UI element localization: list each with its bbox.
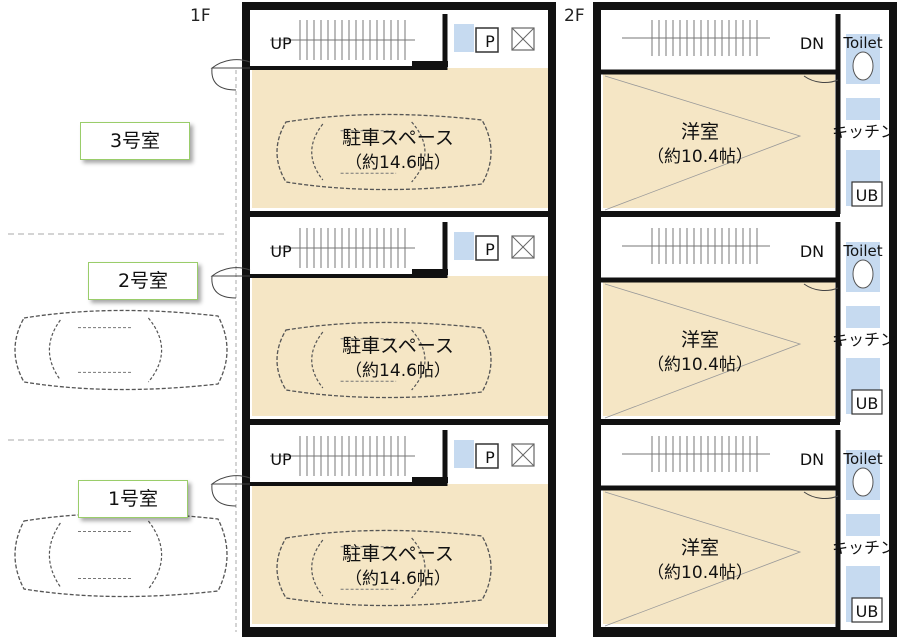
closet-hatch	[604, 283, 802, 419]
floor-label-2f: 2F	[564, 6, 585, 26]
sink-area	[846, 98, 880, 120]
meter-label: P	[485, 240, 495, 259]
storage-box-icon	[511, 235, 535, 259]
stairs-up	[270, 20, 415, 60]
stairs-up	[270, 228, 415, 268]
stair-up-label: UP	[270, 242, 292, 261]
room-tag-unit-2: 2号室	[88, 262, 198, 300]
exterior-car	[14, 512, 228, 598]
room-tag-unit-3: 3号室	[80, 122, 190, 160]
meter-box	[454, 440, 474, 468]
meter-label: P	[485, 448, 495, 467]
bath-label: UB	[856, 186, 879, 205]
western-room-size: （約10.4帖）	[647, 355, 753, 375]
entry-door-swing	[211, 67, 237, 91]
parking-size: （約14.6帖）	[345, 153, 451, 173]
stair-down-label: DN	[800, 450, 824, 469]
stair-down-label: DN	[800, 242, 824, 261]
parking-title: 駐車スペース	[342, 127, 454, 149]
second-floor-outer-wall	[593, 2, 897, 637]
meter-panel	[475, 235, 499, 261]
room-tag-unit-1: 1号室	[78, 480, 188, 518]
parking-car	[276, 529, 492, 607]
western-room-size: （約10.4帖）	[647, 563, 753, 583]
parking-car	[276, 321, 492, 399]
western-room-floor	[603, 282, 835, 416]
meter-box	[454, 24, 474, 52]
unit-3: UP P 駐車スペース （約14.6帖） DN 洋室 （約10.4帖） Toilet キッチン U…	[210, 14, 896, 217]
toilet-icon	[852, 467, 874, 497]
entry-door-swing	[211, 275, 237, 299]
first-floor-outer-wall	[242, 2, 556, 637]
room-door	[803, 491, 839, 500]
stairs-down	[622, 228, 770, 264]
room-door	[803, 75, 839, 84]
western-room-title: 洋室	[681, 329, 719, 351]
western-room-size: （約10.4帖）	[647, 147, 753, 167]
parking-size: （約14.6帖）	[345, 569, 451, 589]
bath-tub-icon	[851, 389, 883, 415]
kitchen-label: キッチン	[832, 538, 896, 557]
floor-label-1f: 1F	[190, 6, 211, 26]
stair-up-label: UP	[270, 34, 292, 53]
parking-car	[276, 113, 492, 191]
stair-up-label: UP	[270, 450, 292, 469]
sink-area	[846, 514, 880, 536]
stairs-down	[622, 436, 770, 472]
western-room-floor	[603, 490, 835, 624]
bath-label: UB	[856, 602, 879, 621]
entry-door	[210, 267, 251, 277]
western-room-title: 洋室	[681, 121, 719, 143]
kitchen-label: キッチン	[832, 330, 896, 349]
bath-tub-icon	[851, 181, 883, 207]
toilet-icon	[852, 51, 874, 81]
closet-hatch	[604, 75, 802, 211]
meter-label: P	[485, 32, 495, 51]
meter-box	[454, 232, 474, 260]
storage-box-icon	[511, 27, 535, 51]
room-door	[803, 283, 839, 292]
parking-title: 駐車スペース	[342, 543, 454, 565]
unit-1: UP P 駐車スペース （約14.6帖） DN 洋室 （約10.4帖） Toilet キッチン U…	[210, 430, 896, 633]
storage-box-icon	[511, 443, 535, 467]
toilet-label: Toilet	[842, 450, 882, 468]
unit-2: UP P 駐車スペース （約14.6帖） DN 洋室 （約10.4帖） Toilet キッチン U…	[210, 222, 896, 425]
stairs-down	[622, 20, 770, 56]
parking-size: （約14.6帖）	[345, 361, 451, 381]
stair-down-label: DN	[800, 34, 824, 53]
toilet-label: Toilet	[842, 242, 882, 260]
sink-area	[846, 306, 880, 328]
entry-door-swing	[211, 483, 237, 507]
meter-panel	[475, 443, 499, 469]
entry-door	[210, 59, 251, 69]
western-room-title: 洋室	[681, 537, 719, 559]
closet-hatch	[604, 491, 802, 627]
exterior-car	[14, 309, 228, 391]
bath-label: UB	[856, 394, 879, 413]
entry-door	[210, 475, 251, 485]
parking-title: 駐車スペース	[342, 335, 454, 357]
toilet-icon	[852, 259, 874, 289]
toilet-label: Toilet	[842, 34, 882, 52]
stairs-up	[270, 436, 415, 476]
bath-tub-icon	[851, 597, 883, 623]
kitchen-label: キッチン	[832, 122, 896, 141]
western-room-floor	[603, 74, 835, 208]
meter-panel	[475, 27, 499, 53]
